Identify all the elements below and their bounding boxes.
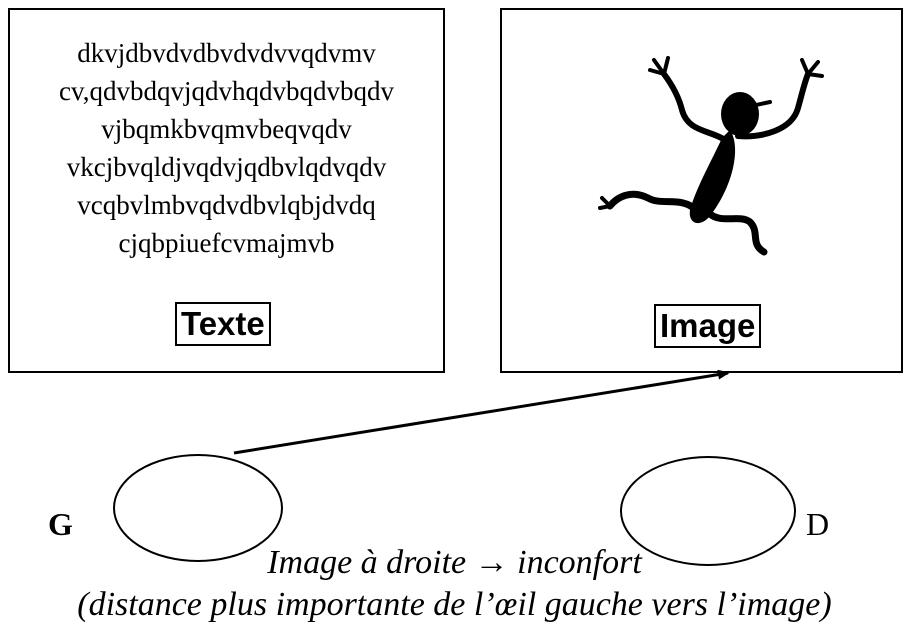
filler-line: vjbqmkbvqmvbeqvqdv — [101, 114, 352, 144]
right-eye-label: D — [806, 506, 830, 542]
text-panel: dkvjdbvdvdbvdvdvvqdvmv cv,qdvbdqvjqdvhqd… — [8, 8, 445, 373]
right-eye — [620, 456, 796, 566]
figure-right-leg — [706, 210, 768, 256]
text-caption: Texte — [175, 302, 271, 346]
figure-cap — [740, 100, 772, 110]
filler-line: cv,qdvbdqvjqdvhqdvbqdvbqdv — [59, 76, 394, 106]
left-eye-label: G — [48, 506, 73, 542]
explanation-line: (distance plus importante de l’œil gauch… — [77, 586, 832, 623]
figure-left-arm — [661, 71, 728, 143]
figure-right-arm — [735, 71, 811, 140]
filler-line: vkcjbvqldjvqdvjqdbvlqdvqdv — [66, 152, 387, 182]
filler-line: dkvjdbvdvdbvdvdvvqdvmv — [77, 38, 376, 68]
figure-head — [721, 92, 759, 136]
figure-torso — [689, 130, 736, 224]
gaze-arrow — [233, 369, 730, 455]
image-panel: Image — [500, 8, 903, 373]
image-caption: Image — [654, 304, 762, 348]
figure-left-leg — [606, 190, 700, 214]
dancing-stick-figure-icon — [598, 56, 824, 256]
filler-line: cjqbpiuefcvmajmvb — [118, 228, 335, 258]
filler-line: vcqbvlmbvqdvdbvlqbjdvdq — [77, 190, 376, 220]
filler-text: dkvjdbvdvdbvdvdvvqdvmv cv,qdvbdqvjqdvhqd… — [10, 34, 443, 262]
left-eye — [113, 454, 283, 562]
conclusion-line: Image à droite → inconfort — [267, 544, 642, 581]
